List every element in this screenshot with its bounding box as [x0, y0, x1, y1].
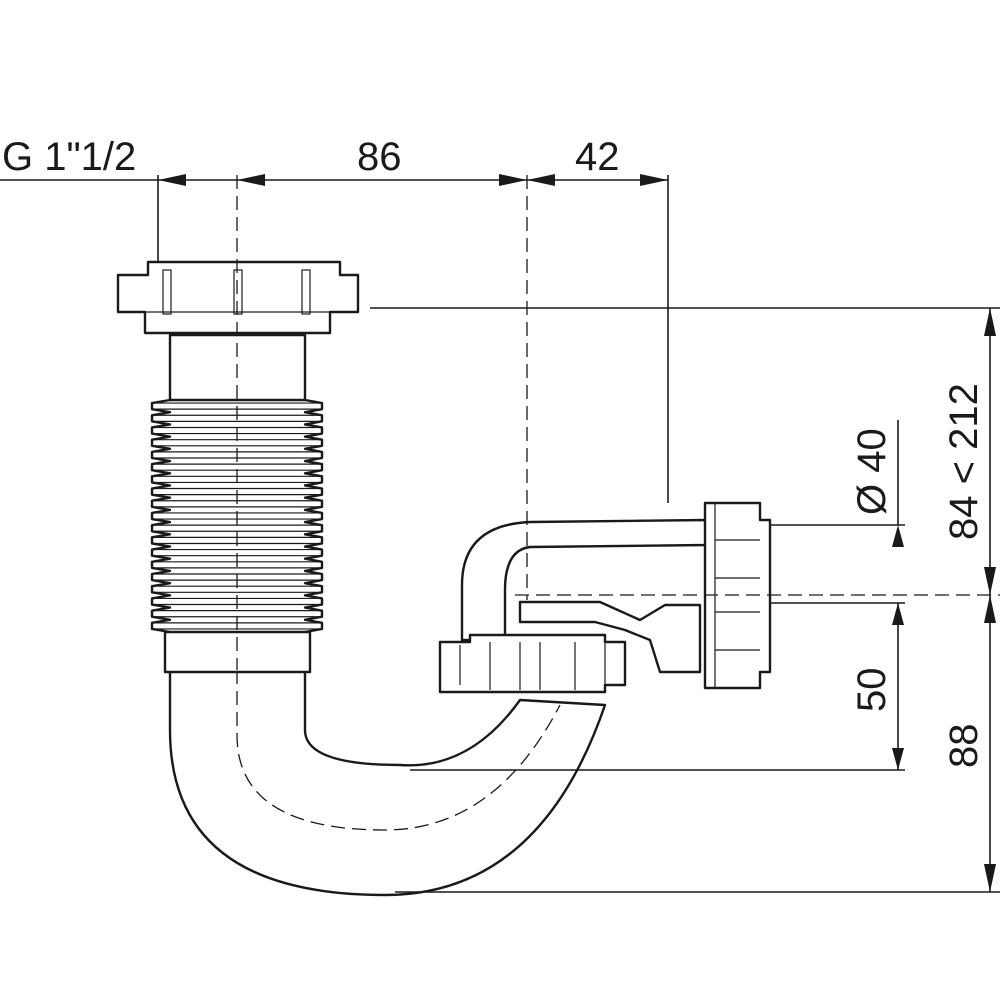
offset-42-label: 42 — [575, 135, 620, 179]
height-range-label: 84 < 212 — [942, 383, 986, 540]
siphon-parts — [116, 260, 772, 897]
outlet-diameter-label: Ø 40 — [850, 428, 894, 515]
dimension-labels: G 1"1/2 86 42 Ø 40 84 < 212 50 88 — [2, 135, 986, 768]
top-nut — [116, 260, 360, 335]
thread-size-label: G 1"1/2 — [2, 135, 136, 179]
inner-body — [518, 600, 702, 674]
u-bend-tube — [168, 668, 607, 897]
extension-lines — [157, 175, 1000, 893]
union-nut — [438, 633, 627, 694]
bottom-height-label: 88 — [942, 724, 986, 769]
u-bend-centerline — [236, 670, 561, 831]
dimension-arrows — [158, 174, 996, 892]
offset-86-label: 86 — [357, 135, 402, 179]
water-seal-label: 50 — [850, 668, 894, 713]
outlet-elbow — [460, 518, 710, 642]
